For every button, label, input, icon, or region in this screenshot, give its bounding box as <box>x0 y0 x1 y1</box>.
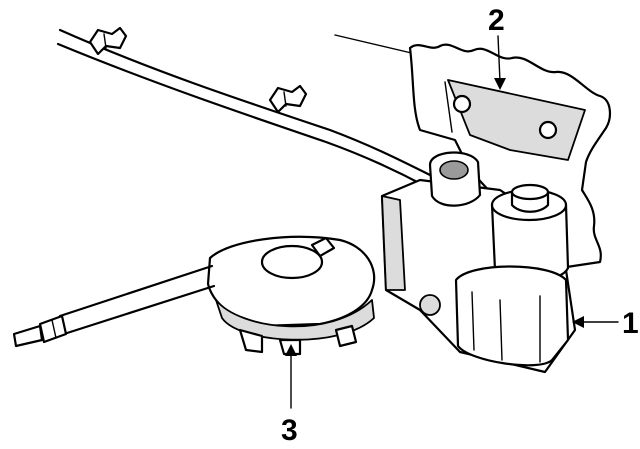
callout-label-3: 3 <box>281 414 298 447</box>
lower-cable <box>12 264 216 348</box>
callout-label-1: 1 <box>622 307 639 340</box>
callout-leader-1 <box>572 316 619 328</box>
upper-cable <box>56 26 432 188</box>
cable-clip-2 <box>268 84 308 114</box>
cable-clip-1 <box>88 26 128 56</box>
callout-leader-3 <box>285 344 297 409</box>
antenna-base <box>206 235 376 356</box>
callout-label-2: 2 <box>488 4 505 37</box>
antenna-motor-housing <box>380 151 577 374</box>
callout-leader-2 <box>494 35 506 90</box>
